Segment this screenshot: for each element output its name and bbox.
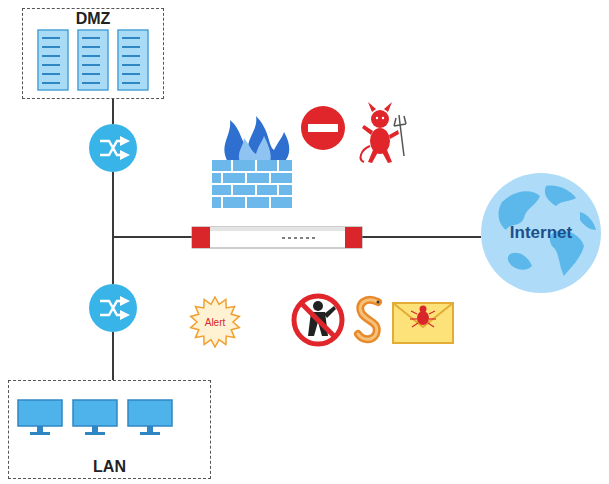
brick-mortar [212,160,292,208]
no-hacker-sign [294,296,342,344]
network-wires [113,98,481,380]
switch-body [89,124,137,172]
server-body [38,30,68,90]
worm-body [358,300,378,339]
node-label: LAN [93,458,126,476]
switch-symbol [89,124,137,172]
device-end [345,227,362,248]
devil-arm [389,130,399,139]
wire [112,98,114,124]
switch-arrows [100,301,125,315]
switch-body [89,284,137,332]
device-body [192,227,362,248]
envelope [393,303,453,343]
flame [224,116,289,162]
envelope-flap [393,303,453,327]
lan-zone: LAN [8,380,211,479]
device-end [192,227,210,248]
monitor-symbol [73,400,117,435]
sign-slash [301,303,335,337]
node-label: Internet [510,223,572,243]
server-symbol [78,30,108,90]
wire [112,332,114,380]
burst-outline [191,297,240,347]
dmz-zone: DMZ [22,8,164,99]
devil-leg [368,150,378,163]
server-slots [82,38,100,83]
globe-land [580,212,596,230]
trident [394,115,406,156]
switch-arrows [100,141,125,155]
server-symbol [118,30,148,90]
wire [112,172,114,284]
server-body [118,30,148,90]
devil-horn [384,102,392,112]
sign-disc [301,106,345,150]
server-slots [122,38,140,83]
internet-cloud: Internet [480,172,602,294]
server-slots [42,38,60,83]
wire [113,236,192,238]
firewall-icon [212,116,292,208]
server-symbol [38,30,68,90]
sign-ring [294,296,342,344]
sign-bar [308,124,338,132]
devil-leg [382,150,392,163]
firewall-device [192,227,362,248]
devil-icon [361,102,406,163]
device-leds [282,237,318,239]
alert-burst: Alert [188,296,242,348]
switch-symbol [89,284,137,332]
wire [362,236,481,238]
server-body [78,30,108,90]
devil-head [371,110,389,128]
worm-highlight [358,300,378,339]
device-edge [210,227,345,231]
bug-icon [410,306,436,328]
monitor-symbol [18,400,62,435]
infected-email [393,303,453,343]
globe-sea [481,173,601,293]
globe-land [545,186,576,206]
devil-horn [368,102,376,112]
worm-icon [358,300,380,339]
brick-wall [212,160,292,208]
globe-land [508,253,532,270]
devil-tail [361,146,370,162]
devil-arm [362,125,373,135]
workstation-group [18,400,172,435]
node-label: Alert [205,317,226,328]
node-label: DMZ [76,10,111,28]
no-entry-sign [301,106,345,150]
server-group [38,30,148,90]
flame-core [239,136,271,162]
monitor-symbol [128,400,172,435]
